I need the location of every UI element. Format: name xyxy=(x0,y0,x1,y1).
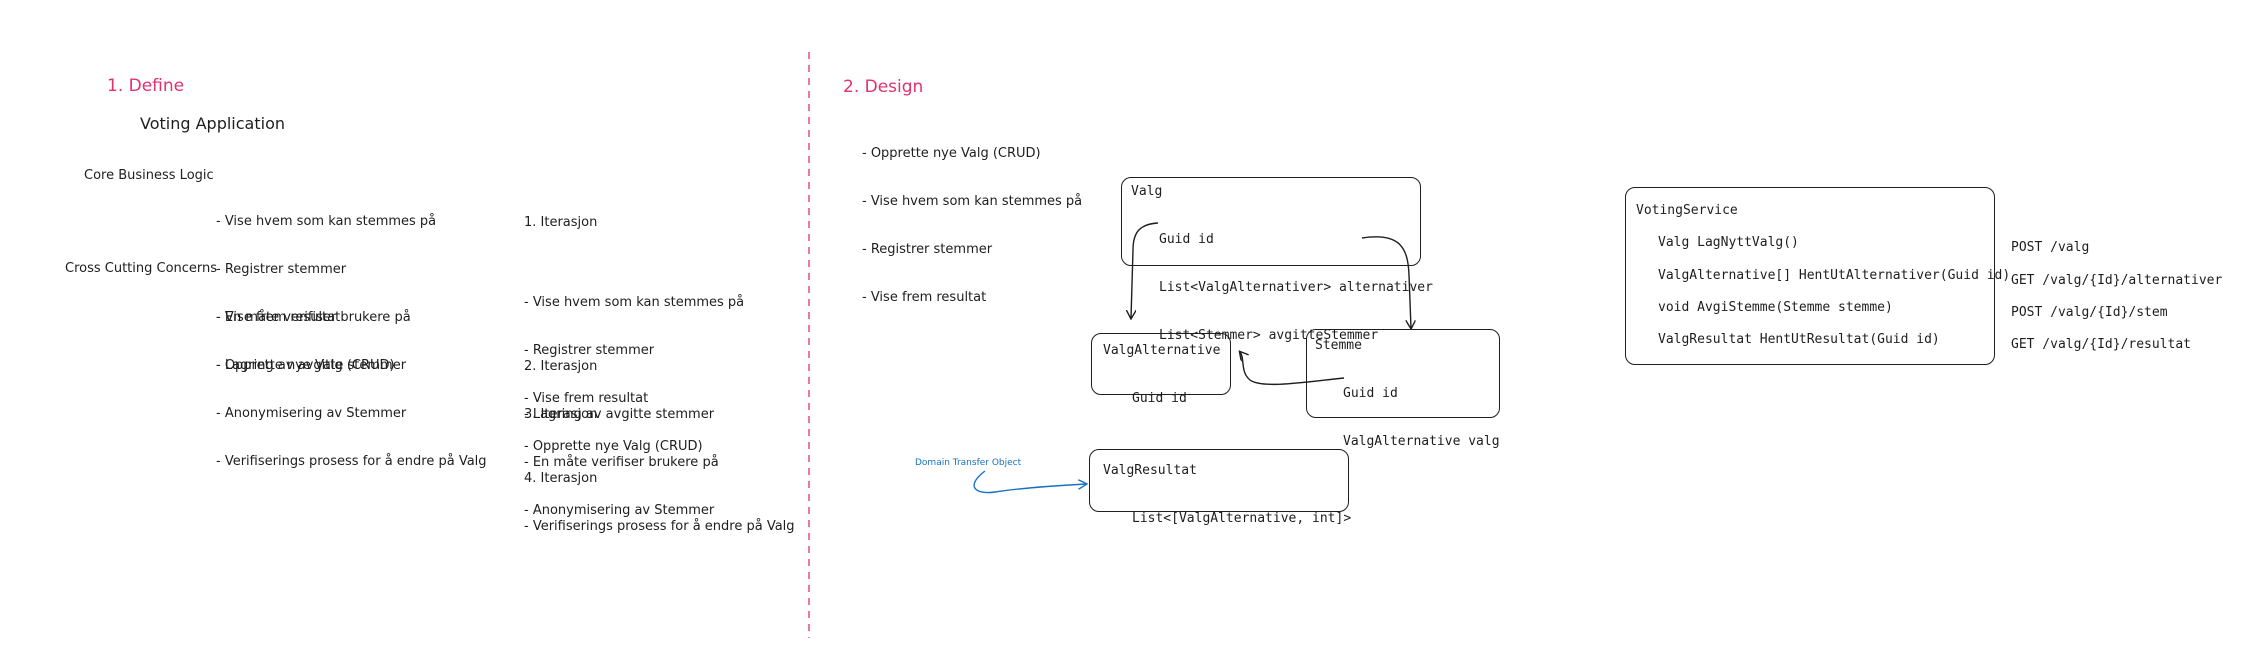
valg-entity-box[interactable]: Valg Guid id List<ValgAlternativer> alte… xyxy=(1121,177,1433,343)
core-items-list: - Vise hvem som kan stemmes på - Registr… xyxy=(216,182,436,390)
list-item: - Verifiserings prosess for å endre på V… xyxy=(216,454,487,469)
list-item: - Opprette nye Valg (CRUD) xyxy=(216,358,395,373)
service-method: Valg LagNyttValg() xyxy=(1658,235,1799,250)
design-heading: 2. Design xyxy=(843,77,924,97)
list-item: - Registrer stemmer xyxy=(862,242,993,257)
service-title: VotingService xyxy=(1636,203,1738,218)
entity-field: Guid id xyxy=(1343,386,1398,401)
list-item: - Registrer stemmer xyxy=(216,262,347,277)
service-method: ValgAlternative[] HentUtAlternativer(Gui… xyxy=(1658,268,2011,283)
list-item: - Vise hvem som kan stemmes på xyxy=(216,214,437,229)
endpoint-label: POST /valg xyxy=(2011,240,2090,255)
list-item: - Vise hvem som kan stemmes på xyxy=(862,194,1083,209)
core-business-logic-label: Core Business Logic xyxy=(84,168,214,183)
design-items-list: - Opprette nye Valg (CRUD) - Vise hvem s… xyxy=(862,114,1082,322)
endpoint-label: GET /valg/{Id}/alternativer xyxy=(2011,273,2223,288)
iteration-4: 4. Iterasjon - Verifiserings prosess for… xyxy=(524,439,795,551)
iteration-title: 3. Iterasjon xyxy=(524,407,598,422)
iteration-title: 1. Iterasjon xyxy=(524,215,598,230)
entity-title: ValgResultat xyxy=(1103,463,1197,478)
entity-title: ValgAlternative xyxy=(1103,343,1221,358)
alternativer-arrow xyxy=(1131,222,1159,318)
entity-field: Guid id xyxy=(1132,391,1187,406)
entity-fields: List<[ValgAlternative, int]> xyxy=(1132,479,1351,559)
list-item: - Opprette nye Valg (CRUD) xyxy=(862,146,1041,161)
list-item: - Lagring av avgitte stemmer xyxy=(216,358,407,373)
list-item: - Vise hvem som kan stemmes på xyxy=(524,295,745,310)
valg-reference-arrow xyxy=(1240,352,1345,386)
entity-fields: Guid id xyxy=(1132,359,1187,439)
entity-field: List<[ValgAlternative, int]> xyxy=(1132,511,1352,526)
entity-field: ValgAlternative valg xyxy=(1343,434,1500,449)
entity-fields: Guid id List<ValgAlternativer> alternati… xyxy=(1159,200,1433,376)
entity-title: Stemme xyxy=(1315,338,1362,353)
dto-arrow xyxy=(973,470,1086,494)
list-item: - Opprette nye Valg (CRUD) xyxy=(524,439,703,454)
voting-service-box[interactable]: VotingService Valg LagNyttValg() ValgAlt… xyxy=(1625,187,2010,365)
iteration-1: 1. Iterasjon - Vise hvem som kan stemmes… xyxy=(524,183,744,471)
iteration-2: 2. Iterasjon - Lagring av avgitte stemme… xyxy=(524,327,714,439)
endpoint-label: GET /valg/{Id}/resultat xyxy=(2011,337,2192,352)
define-heading: 1. Define xyxy=(107,76,185,96)
valg-resultat-box[interactable]: ValgResultat List<[ValgAlternative, int]… xyxy=(1089,449,1351,526)
stemme-entity-box[interactable]: Stemme Guid id ValgAlternative valg xyxy=(1306,329,1500,449)
valg-alternative-entity-box[interactable]: ValgAlternative Guid id xyxy=(1091,333,1231,406)
list-item: - Anonymisering av Stemmer xyxy=(216,406,407,421)
list-item: - Vise frem resultat xyxy=(524,391,649,406)
endpoint-label: POST /valg/{Id}/stem xyxy=(2011,305,2168,320)
iteration-title: 2. Iterasjon xyxy=(524,359,598,374)
entity-field: Guid id xyxy=(1159,232,1214,247)
iteration-3: 3. Iterasjon - En måte verifiser brukere… xyxy=(524,375,719,535)
list-item: - En måte verifiser brukere på xyxy=(216,310,411,325)
list-item: - Verifiserings prosess for å endre på V… xyxy=(524,519,795,534)
list-item: - Lagring av avgitte stemmer xyxy=(524,407,715,422)
list-item: - Registrer stemmer xyxy=(524,343,655,358)
list-item: - En måte verifiser brukere på xyxy=(524,455,719,470)
entity-field: List<Stemmer> avgitteStemmer xyxy=(1159,328,1379,343)
entity-title: Valg xyxy=(1131,184,1163,199)
list-item: - Vise frem resultat xyxy=(216,310,341,325)
app-title: Voting Application xyxy=(140,114,285,133)
cross-items-list: - En måte verifiser brukere på - Lagring… xyxy=(216,278,487,486)
service-method: void AvgiStemme(Stemme stemme) xyxy=(1658,300,1893,315)
list-item: - Anonymisering av Stemmer xyxy=(524,503,715,518)
dto-note: Domain Transfer Object xyxy=(915,458,1022,468)
entity-fields: Guid id ValgAlternative valg xyxy=(1343,354,1500,482)
avgitte-stemmer-arrow xyxy=(1361,236,1411,328)
service-method: ValgResultat HentUtResultat(Guid id) xyxy=(1658,332,1940,347)
cross-cutting-label: Cross Cutting Concerns xyxy=(65,261,218,276)
iteration-title: 4. Iterasjon xyxy=(524,471,598,486)
list-item: - Vise frem resultat xyxy=(862,290,987,305)
